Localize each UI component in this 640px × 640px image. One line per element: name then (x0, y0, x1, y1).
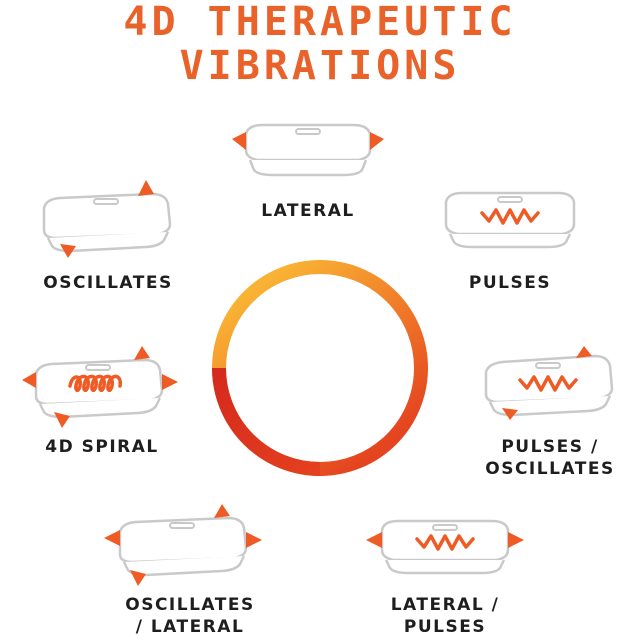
mode-label-line: OSCILLATES (485, 459, 615, 479)
oscillates-lateral-device-icon (104, 504, 262, 586)
page-title-line-1: 4D THERAPEUTIC (123, 0, 517, 45)
mode-label-lateral-pulses: LATERAL / PULSES (353, 594, 537, 638)
mode-label-4d-spiral: 4D SPIRAL (14, 436, 190, 458)
mode-label-line: OSCILLATES (43, 273, 173, 293)
mode-label-oscillates-lateral: OSCILLATES / LATERAL (90, 594, 290, 638)
mode-label-oscillates: OSCILLATES (18, 272, 198, 294)
mode-label-line: 4D SPIRAL (45, 437, 159, 457)
mode-label-lateral: LATERAL (208, 200, 408, 222)
mode-label-line: PULSES / (501, 437, 599, 457)
mode-label-line: PULSES (468, 273, 552, 293)
mode-label-line: LATERAL (261, 201, 355, 221)
mode-label-line: OSCILLATES (125, 595, 255, 615)
pulses-device-icon (444, 191, 576, 249)
mode-label-line: PULSES (403, 617, 487, 637)
mode-label-line: LATERAL / (390, 595, 500, 615)
vibration-cycle-ring (212, 260, 428, 476)
mode-label-pulses: PULSES (420, 272, 600, 294)
pulses-oscillates-device-icon (484, 346, 614, 420)
mode-label-pulses-oscillates: PULSES / OSCILLATES (462, 436, 638, 480)
lateral-device-icon (232, 123, 384, 177)
lateral-pulses-device-icon (366, 519, 524, 575)
spiral-device-icon (22, 346, 178, 428)
mode-label-line: / LATERAL (135, 617, 245, 637)
page-title-line-2: VIBRATIONS (179, 43, 461, 89)
oscillates-device-icon (42, 180, 172, 258)
